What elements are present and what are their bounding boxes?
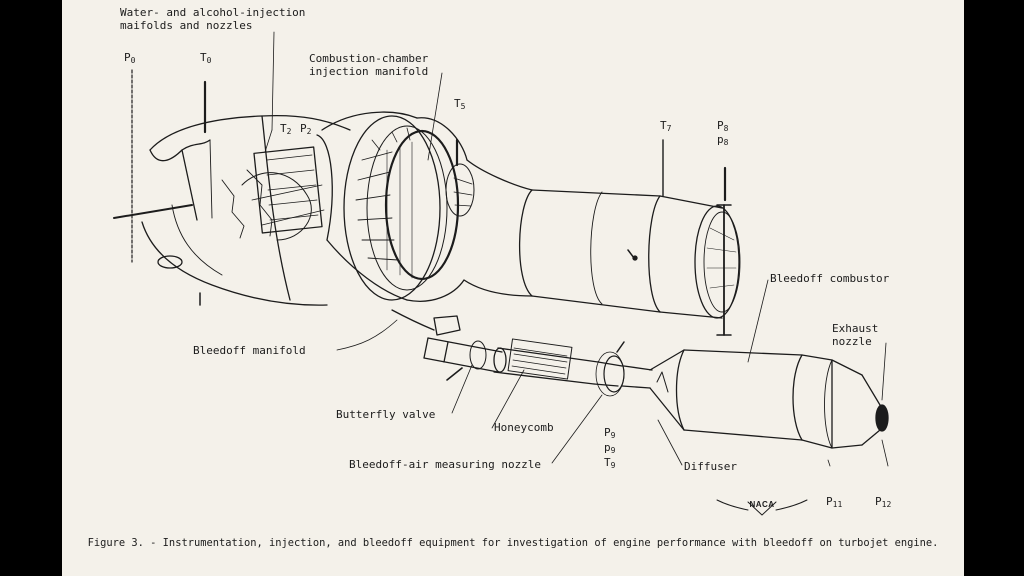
turbine-section	[406, 117, 475, 302]
exhaust-label-line1: Exhaust	[832, 322, 879, 335]
symbol-t5: T5	[454, 97, 466, 112]
symbol-p2: P2	[300, 122, 312, 137]
bleedoff-combustor	[649, 349, 889, 449]
bleedoff-manifold-label: Bleedoff manifold	[193, 344, 306, 357]
butterfly-valve-label: Butterfly valve	[336, 408, 436, 421]
symbol-p9-static: p9	[604, 441, 616, 456]
exhaust-label-line2: nozzle	[832, 335, 872, 348]
honeycomb-label: Honeycomb	[494, 421, 554, 434]
symbol-p9-total: P9	[604, 426, 616, 441]
engine-diagram-drawing	[113, 31, 889, 516]
symbol-t2: T2	[280, 122, 292, 137]
symbol-t9: T9	[604, 456, 616, 471]
symbol-t0: T0	[200, 51, 212, 66]
figure-caption: Figure 3. - Instrumentation, injection, …	[87, 537, 939, 549]
instrument-probes	[131, 69, 727, 306]
measuring-nozzle-label: Bleedoff-air measuring nozzle	[349, 458, 542, 471]
diagram-sheet: Water- and alcohol-injection maifolds an…	[62, 0, 964, 576]
combustion-label-line1: Combustion-chamber	[309, 52, 429, 65]
injection-label-line2: maifolds and nozzles	[120, 19, 253, 32]
leader-lines	[264, 31, 889, 467]
compressor-casing	[221, 115, 333, 301]
bleedoff-ducting	[391, 309, 653, 397]
naca-logo-text: NACA	[749, 500, 775, 509]
combustion-section	[321, 111, 460, 301]
symbol-p8-static: p8	[717, 133, 729, 148]
tailpipe	[463, 159, 741, 336]
naca-wings	[716, 499, 808, 516]
symbol-t7: T7	[660, 119, 672, 134]
symbol-p8-total: P8	[717, 119, 729, 134]
symbol-p11: P11	[826, 495, 843, 510]
injection-label-line1: Water- and alcohol-injection	[120, 6, 306, 19]
symbol-p0: P0	[124, 51, 136, 66]
diffuser-label: Diffuser	[684, 460, 737, 473]
symbol-p12: P12	[875, 495, 892, 510]
combustion-label-line2: injection manifold	[309, 65, 429, 78]
bleedoff-combustor-label: Bleedoff combustor	[770, 272, 890, 285]
